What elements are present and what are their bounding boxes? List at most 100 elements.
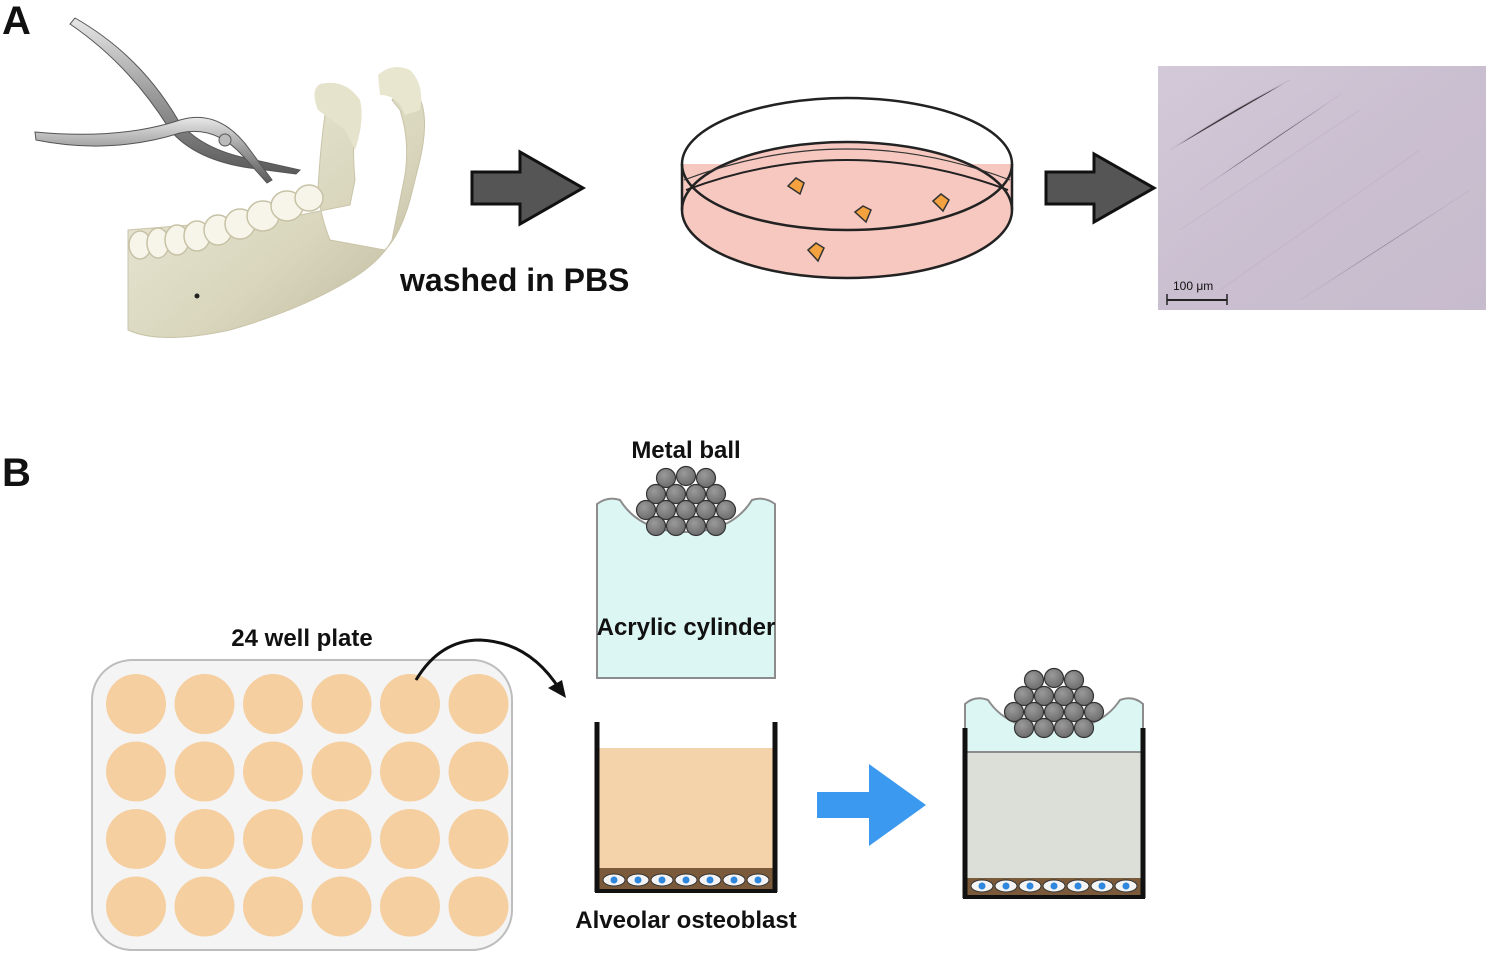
well	[380, 809, 440, 869]
metal-ball	[715, 499, 737, 521]
well	[448, 741, 509, 802]
micrograph-image: 100 μm	[1158, 66, 1486, 310]
cell-nucleus	[1050, 882, 1058, 890]
cell-nucleus	[978, 882, 986, 890]
panel-b-label: B	[2, 451, 31, 495]
metal-ball	[665, 483, 687, 505]
well	[243, 674, 303, 734]
metal-ball	[1083, 701, 1105, 723]
well	[106, 674, 166, 734]
cell-nucleus	[1002, 882, 1010, 890]
well	[380, 741, 440, 802]
well	[243, 741, 303, 802]
metal-ball	[1013, 685, 1035, 707]
cell-nucleus	[1074, 882, 1082, 890]
bone-cutter-icon	[34, 17, 301, 184]
cell-nucleus	[610, 876, 618, 884]
well	[380, 876, 440, 937]
cell-nucleus	[730, 876, 738, 884]
metal-ball	[1043, 701, 1065, 723]
loaded-well	[962, 667, 1146, 899]
metal-ball	[1013, 717, 1035, 739]
well	[311, 809, 372, 869]
well	[106, 741, 166, 802]
well	[106, 809, 166, 869]
metal-ball	[675, 499, 697, 521]
bone-fragment	[786, 177, 950, 263]
acrylic-cylinder	[596, 465, 776, 679]
well	[311, 876, 372, 937]
metal-balls	[635, 465, 737, 537]
cells-label: Alveolar osteoblast	[575, 907, 796, 934]
arrow-right-icon	[470, 149, 587, 227]
well	[448, 674, 509, 734]
cell-nucleus	[1122, 882, 1130, 890]
arrow-right-icon	[1044, 151, 1158, 225]
metal-ball	[685, 515, 707, 537]
metal-ball	[655, 467, 677, 489]
blue-arrow-icon	[817, 764, 926, 846]
cell-nucleus	[682, 876, 690, 884]
transfer-arrow	[414, 638, 562, 691]
metal-ball	[685, 483, 707, 505]
metal-ball	[1053, 717, 1075, 739]
metal-ball	[1033, 717, 1055, 739]
step-label-washed: washed in PBS	[399, 262, 629, 298]
well-plate	[91, 659, 513, 951]
metal-ball	[695, 467, 717, 489]
mandible-illustration	[127, 66, 426, 338]
cell-nucleus	[634, 876, 642, 884]
metal-ball	[635, 499, 657, 521]
plate-label: 24 well plate	[231, 625, 372, 652]
petri-dish	[680, 96, 1014, 280]
scale-bar-label: 100 μm	[1173, 279, 1213, 293]
metal-ball	[1003, 701, 1025, 723]
metal-ball	[675, 465, 697, 487]
metal-ball	[645, 483, 667, 505]
metal-ball	[645, 515, 667, 537]
well	[311, 674, 372, 734]
cell-nucleus	[754, 876, 762, 884]
wells	[106, 674, 509, 937]
well	[311, 741, 372, 802]
mental-foramen	[194, 293, 200, 299]
cell-nucleus	[658, 876, 666, 884]
well	[174, 809, 235, 869]
well	[380, 674, 440, 734]
well	[174, 876, 235, 937]
osteoblast-cells	[970, 879, 1138, 893]
teeth	[128, 184, 324, 260]
metal-ball	[1023, 669, 1045, 691]
metal-ball-label: Metal ball	[631, 437, 740, 464]
metal-ball	[1073, 685, 1095, 707]
metal-ball	[1033, 685, 1055, 707]
well	[448, 876, 509, 937]
well	[448, 809, 509, 869]
panel-a-label: A	[2, 0, 31, 43]
metal-ball	[705, 483, 727, 505]
well	[174, 674, 235, 734]
metal-ball	[665, 515, 687, 537]
cell-nucleus	[1026, 882, 1034, 890]
metal-ball	[695, 499, 717, 521]
cylinder-label: Acrylic cylinder	[597, 614, 776, 641]
cell-nucleus	[1098, 882, 1106, 890]
well	[243, 809, 303, 869]
metal-ball	[1073, 717, 1095, 739]
metal-ball	[1063, 669, 1085, 691]
culture-well	[594, 722, 778, 893]
well	[243, 876, 303, 937]
metal-ball	[1043, 667, 1065, 689]
metal-ball	[1053, 685, 1075, 707]
arrow-head-icon	[548, 680, 566, 698]
osteoblast-cells	[602, 873, 770, 887]
cell-nucleus	[706, 876, 714, 884]
metal-ball	[655, 499, 677, 521]
well	[106, 876, 166, 937]
metal-ball	[705, 515, 727, 537]
well	[174, 741, 235, 802]
metal-balls	[1003, 667, 1105, 739]
metal-ball	[1023, 701, 1045, 723]
metal-ball	[1063, 701, 1085, 723]
